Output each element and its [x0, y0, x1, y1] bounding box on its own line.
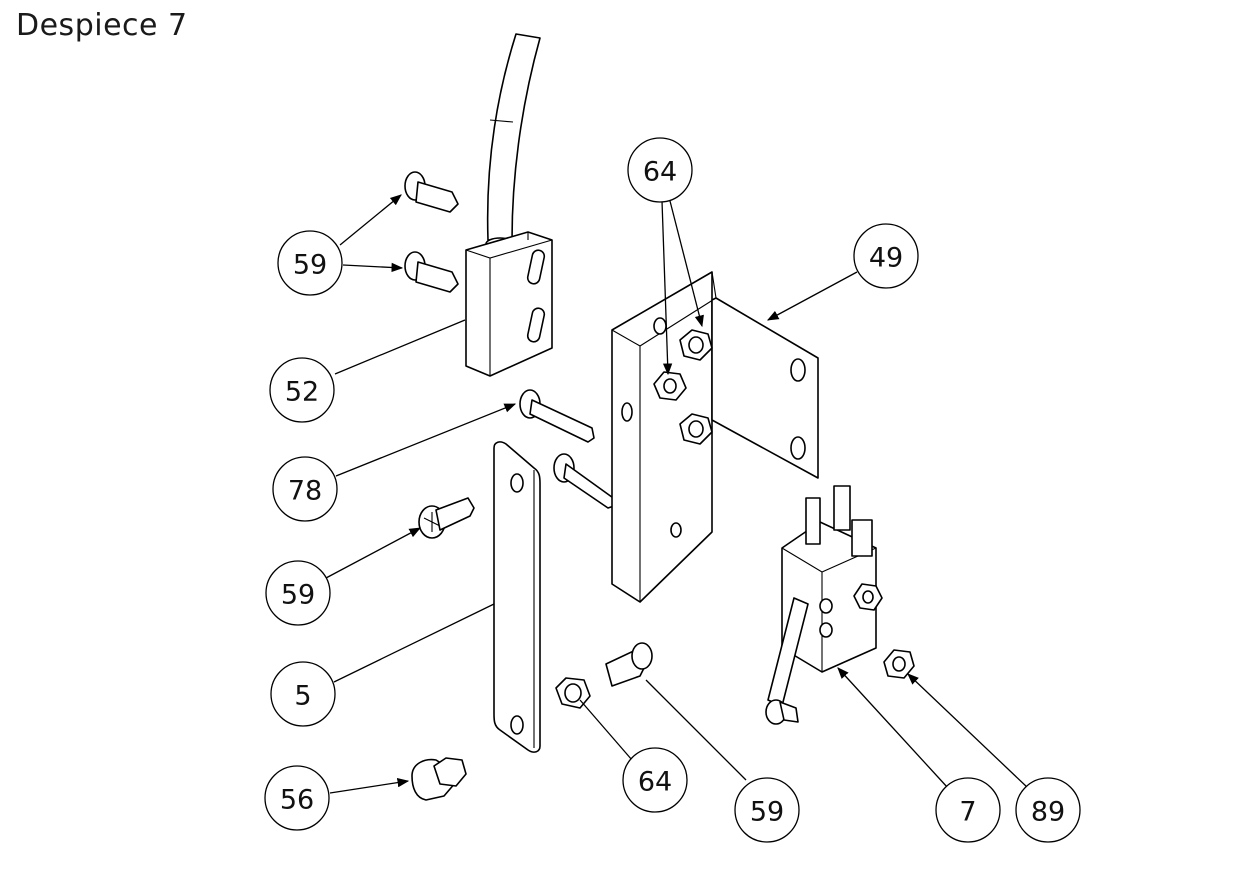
cap-nut-56-part	[411, 757, 467, 801]
plate-5-part	[493, 441, 541, 753]
balloon-64-bottom: 64	[622, 747, 688, 813]
balloon-59-mid-label: 59	[281, 580, 315, 611]
balloon-59-bottom-label: 59	[750, 797, 784, 828]
balloon-78-label: 78	[288, 476, 322, 507]
screw-59-bottom-part	[605, 642, 653, 687]
bracket-49-part	[611, 271, 819, 603]
balloon-59-top-label: 59	[293, 250, 327, 281]
balloon-5-label: 5	[294, 681, 311, 712]
balloon-49: 49	[853, 223, 919, 289]
balloon-89-label: 89	[1031, 797, 1065, 828]
balloon-59-mid: 59	[265, 560, 331, 626]
balloon-64-top: 64	[627, 137, 693, 203]
sensor-52-part	[465, 33, 553, 377]
balloon-56: 56	[264, 765, 330, 831]
screw-59-top-part	[404, 171, 459, 293]
screw-78-part	[519, 389, 617, 509]
balloon-7-label: 7	[959, 797, 976, 828]
balloon-7: 7	[935, 777, 1001, 843]
balloon-59-top: 59	[277, 230, 343, 296]
nut-64-bottom-part	[555, 677, 591, 709]
nut-89-part	[883, 649, 915, 679]
balloon-59-bottom: 59	[734, 777, 800, 843]
balloon-64-top-label: 64	[643, 157, 677, 188]
balloon-52-label: 52	[285, 377, 319, 408]
balloon-78: 78	[272, 456, 338, 522]
balloon-5: 5	[270, 661, 336, 727]
leader-lines	[325, 194, 1029, 794]
balloon-89: 89	[1015, 777, 1081, 843]
screw-59-mid-part	[418, 497, 475, 539]
switch-7-part	[765, 485, 883, 725]
balloon-64-bottom-label: 64	[638, 767, 672, 798]
balloon-49-label: 49	[869, 243, 903, 274]
balloon-56-label: 56	[280, 785, 314, 816]
diagram-title: Despiece 7	[16, 8, 188, 43]
balloon-52: 52	[269, 357, 335, 423]
